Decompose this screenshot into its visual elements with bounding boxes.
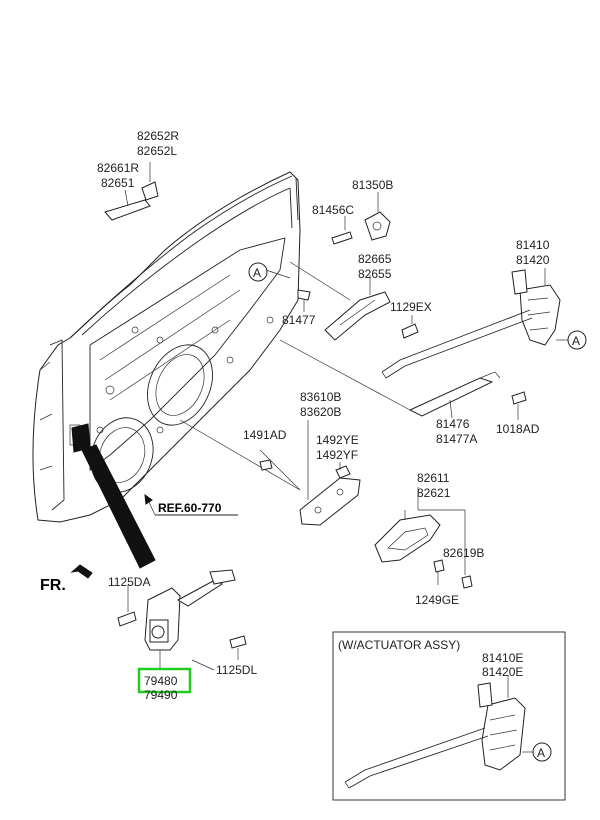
- svg-text:FR.: FR.: [40, 577, 66, 594]
- leader-1491: [259, 449, 301, 491]
- label-81456C: 81456C: [312, 203, 354, 217]
- label-1491AD: 1491AD: [243, 428, 287, 442]
- checker-mount: [71, 423, 91, 453]
- svg-text:A: A: [572, 334, 580, 348]
- label-81410E: 81410E: [482, 651, 523, 665]
- label-82611: 82611: [417, 471, 450, 485]
- svg-text:REF.60-770: REF.60-770: [158, 501, 222, 515]
- actuator-inset: (W/ACTUATOR ASSY) A: [332, 631, 566, 801]
- label-82621: 82621: [417, 486, 451, 500]
- label-82655: 82655: [358, 267, 392, 281]
- rod-81476: [408, 371, 501, 419]
- leader-81476: [279, 339, 411, 411]
- part-labels: 82652R 82652L 82661R 82651 81350B 81456C…: [97, 129, 550, 702]
- callout-a-door: A: [248, 262, 291, 282]
- label-81420: 81420: [516, 253, 550, 267]
- label-82619B: 82619B: [443, 546, 484, 560]
- inside-handle: [374, 510, 473, 589]
- label-1492YE: 1492YE: [316, 433, 359, 447]
- label-1249GE: 1249GE: [415, 593, 459, 607]
- svg-text:A: A: [253, 266, 261, 280]
- label-81477A: 81477A: [436, 432, 477, 446]
- label-81350B: 81350B: [352, 178, 393, 192]
- label-1125DL: 1125DL: [216, 663, 257, 677]
- outside-handle-frame: [324, 275, 419, 341]
- label-79490: 79490: [144, 688, 178, 702]
- svg-text:(W/ACTUATOR ASSY): (W/ACTUATOR ASSY): [338, 638, 460, 652]
- outside-handle-cover: [104, 162, 159, 221]
- leader-82611: [417, 487, 466, 575]
- clip-1491AD: [259, 459, 273, 471]
- front-direction-indicator: FR.: [40, 564, 93, 594]
- label-82652L: 82652L: [137, 144, 177, 158]
- label-1129EX: 1129EX: [390, 300, 432, 314]
- label-81420E: 81420E: [482, 665, 523, 679]
- label-83620B: 83620B: [300, 405, 341, 419]
- door-latch: [381, 268, 561, 379]
- door-panel: [32, 171, 301, 523]
- label-1492YF: 1492YF: [316, 448, 358, 462]
- label-82652R: 82652R: [137, 129, 179, 143]
- leader-82665: [289, 261, 351, 301]
- leader-1125DL: [191, 659, 215, 671]
- label-82661R: 82661R: [97, 161, 139, 175]
- leader-83610: [179, 419, 301, 491]
- label-81477: 81477: [282, 313, 316, 327]
- callout-a-latch: A: [556, 330, 587, 350]
- label-82651: 82651: [101, 176, 135, 190]
- inside-handle-bracket: [299, 465, 361, 526]
- clip-81477: [297, 289, 311, 312]
- label-81476: 81476: [436, 417, 470, 431]
- door-checker: [117, 569, 247, 670]
- bolt-1018AD: [511, 391, 527, 420]
- label-82665: 82665: [358, 252, 392, 266]
- checker-pointer: [81, 444, 156, 569]
- label-81410: 81410: [516, 238, 550, 252]
- callout-a-inset: A: [537, 746, 545, 760]
- ref-pointer: REF.60-770: [144, 493, 238, 516]
- striker: [331, 192, 391, 245]
- highlight-79480: [137, 667, 192, 694]
- label-79480: 79480: [144, 674, 178, 688]
- label-83610B: 83610B: [300, 390, 341, 404]
- label-1018AD: 1018AD: [496, 422, 540, 436]
- label-1125DA: 1125DA: [108, 575, 150, 589]
